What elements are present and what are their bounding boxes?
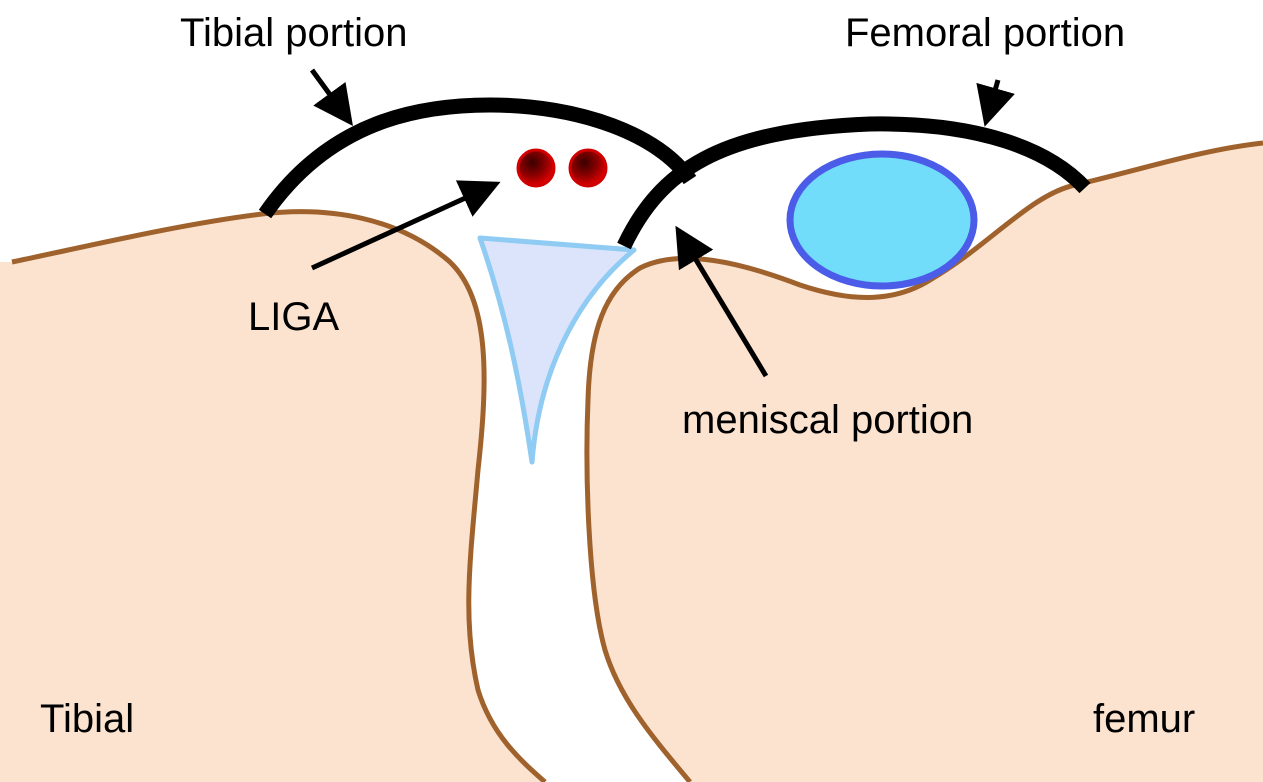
label-femoral-portion: Femoral portion: [845, 11, 1125, 55]
tibial-capsule-arc: [265, 105, 690, 214]
vessel-right: [570, 150, 606, 186]
label-liga: LIGA: [248, 295, 339, 339]
arrow-femoral-portion: [986, 80, 998, 122]
femoral-ellipse: [790, 154, 974, 286]
arrow-tibial-portion: [312, 70, 350, 122]
vessel-left: [518, 150, 554, 186]
label-tibial-portion: Tibial portion: [180, 11, 408, 55]
label-femur: femur: [1093, 697, 1195, 741]
label-tibial: Tibial: [40, 697, 134, 741]
label-meniscal-portion: meniscal portion: [682, 398, 973, 442]
